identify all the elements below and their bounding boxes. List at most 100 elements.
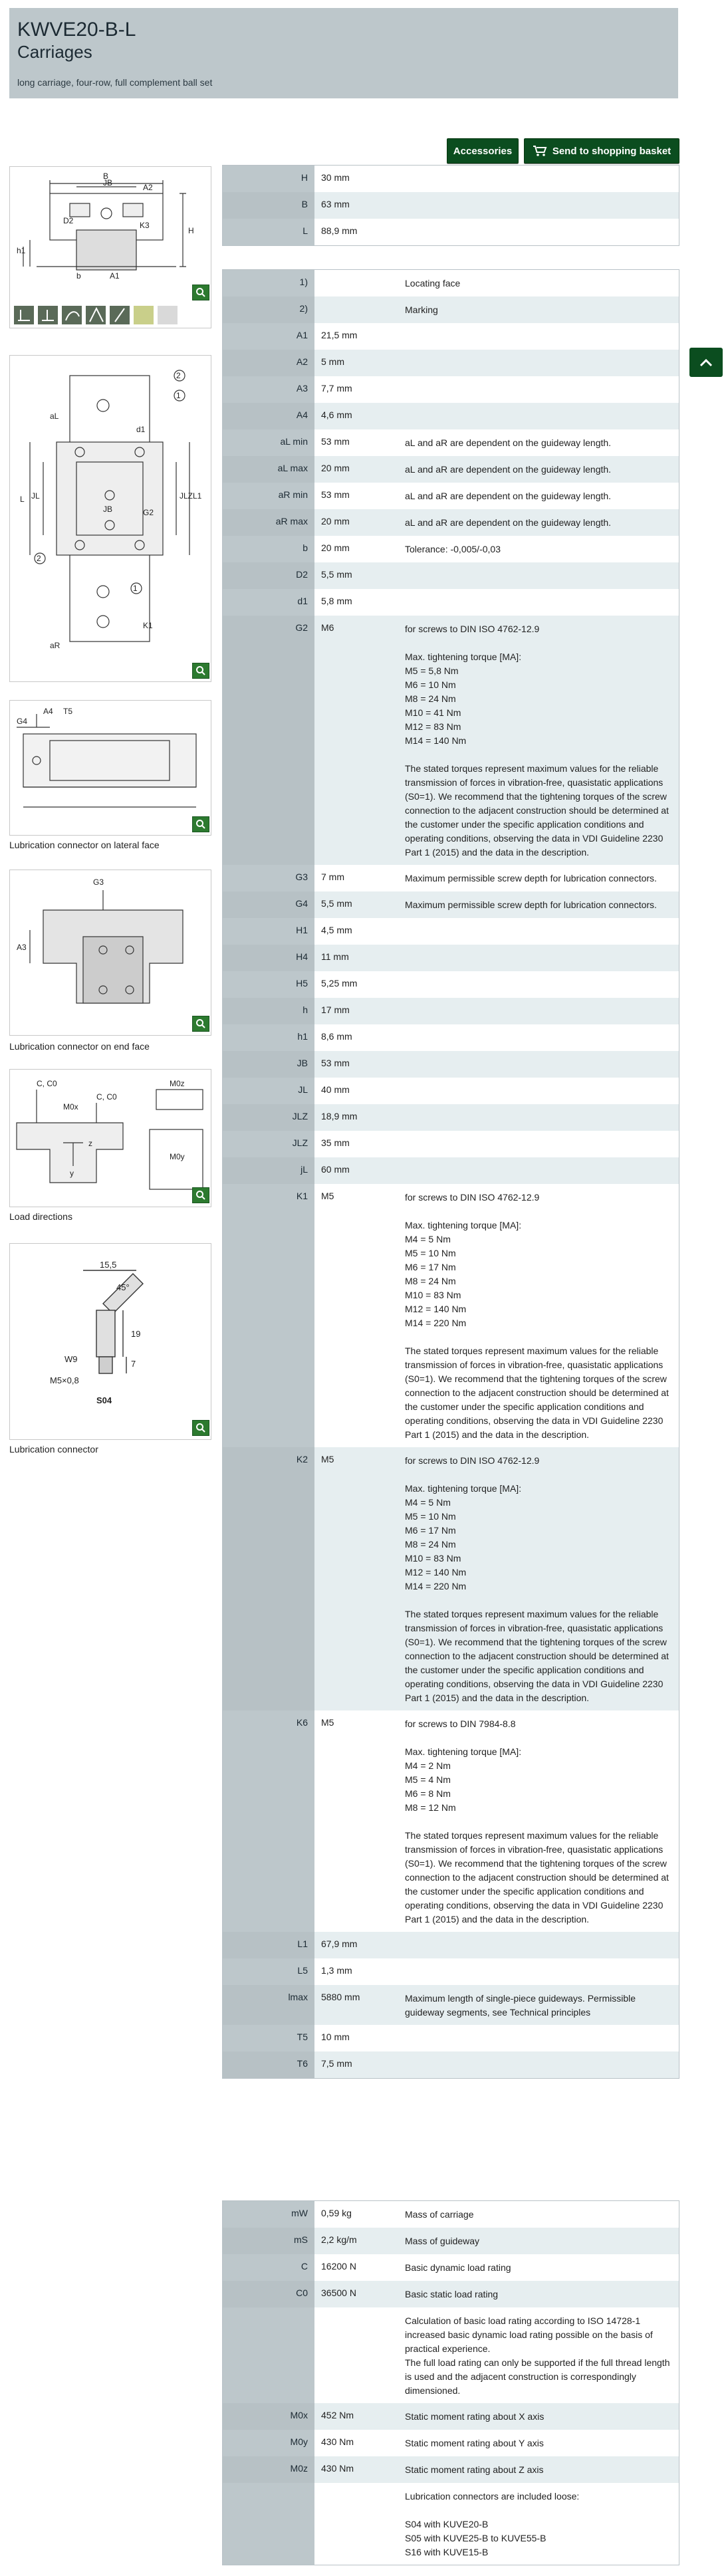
row-description: [405, 2051, 679, 2078]
scroll-to-top-button[interactable]: [689, 348, 723, 377]
svg-text:JB: JB: [103, 178, 112, 187]
row-value: 18,9 mm: [321, 1111, 358, 1121]
table-row: 2)Marking: [223, 296, 679, 323]
svg-text:aR: aR: [50, 641, 61, 650]
row-description: Maximum permissible screw depth for lubr…: [405, 873, 657, 883]
row-description: for screws to DIN ISO 4762-12.9 Max. tig…: [405, 1455, 669, 1703]
row-value: 20 mm: [321, 463, 350, 473]
product-title: KWVE20-B-L: [17, 19, 136, 41]
row-symbol: A1: [223, 323, 314, 350]
row-description: [405, 1078, 679, 1104]
row-symbol: 1): [223, 270, 314, 296]
zoom-button-6[interactable]: [192, 1420, 209, 1436]
magnifier-icon: [196, 1019, 205, 1028]
row-description: [405, 1024, 679, 1051]
table-row: Lubrication connectors are included loos…: [223, 2483, 679, 2565]
row-description: [405, 166, 679, 192]
svg-text:b: b: [76, 271, 81, 281]
send-to-basket-button[interactable]: Send to shopping basket: [524, 138, 679, 164]
row-symbol: C0: [223, 2281, 314, 2307]
zoom-button-3[interactable]: [192, 816, 209, 832]
row-value: 7 mm: [321, 872, 344, 882]
row-value: 4,5 mm: [321, 925, 352, 935]
figure-lubrication-connector: 15,5 45° 19 7 W9 M5×0,8 S04: [9, 1243, 211, 1440]
svg-text:d1: d1: [136, 425, 146, 434]
row-value: 40 mm: [321, 1084, 350, 1095]
row-symbol: D2: [223, 562, 314, 589]
row-value: [314, 296, 405, 323]
svg-text:C, C0: C, C0: [96, 1092, 117, 1102]
row-value: [314, 2307, 405, 2403]
svg-text:2: 2: [37, 554, 41, 563]
row-value: 20 mm: [321, 542, 350, 553]
zoom-button-4[interactable]: [192, 1016, 209, 1032]
row-symbol: K2: [223, 1447, 314, 1710]
row-symbol: [223, 2483, 314, 2565]
product-category: Carriages: [17, 42, 92, 62]
row-symbol: aL max: [223, 456, 314, 483]
row-description: Mass of guideway: [405, 2236, 480, 2246]
svg-text:K3: K3: [140, 221, 150, 230]
row-symbol: JLZ: [223, 1131, 314, 1157]
row-description: Lubrication connectors are included loos…: [405, 2491, 580, 2557]
connector-dim-top: 15,5: [100, 1260, 116, 1270]
load-icons-strip: [9, 303, 211, 328]
row-description: for screws to DIN ISO 4762-12.9 Max. tig…: [405, 624, 669, 858]
row-value: 5,25 mm: [321, 978, 358, 989]
row-description: for screws to DIN 7984-8.8 Max. tighteni…: [405, 1718, 669, 1925]
row-symbol: H: [223, 166, 314, 192]
row-symbol: 2): [223, 296, 314, 323]
row-symbol: JL: [223, 1078, 314, 1104]
connector-drawing: 15,5 45° 19 7 W9 M5×0,8 S04: [50, 1260, 144, 1405]
row-description: [405, 918, 679, 945]
accessories-label: Accessories: [453, 145, 513, 157]
svg-text:JB: JB: [103, 505, 112, 514]
row-symbol: mS: [223, 2228, 314, 2254]
row-value: 5,5 mm: [321, 898, 352, 909]
load-type-icons: [14, 306, 178, 324]
row-value: 430 Nm: [321, 2463, 354, 2474]
zoom-button-2[interactable]: [192, 663, 209, 679]
zoom-button-5[interactable]: [192, 1187, 209, 1203]
row-value: 10 mm: [321, 2032, 350, 2042]
row-description: [405, 971, 679, 998]
caption-load-directions: Load directions: [9, 1211, 72, 1222]
zoom-button-1[interactable]: [192, 285, 209, 300]
svg-text:T5: T5: [63, 707, 72, 716]
caption-lubrication-lateral: Lubrication connector on lateral face: [9, 840, 160, 850]
connector-angle: 45°: [116, 1282, 130, 1292]
row-description: [405, 323, 679, 350]
table-row: Calculation of basic load rating accordi…: [223, 2307, 679, 2403]
svg-text:C, C0: C, C0: [37, 1079, 57, 1088]
row-value: M5: [321, 1717, 334, 1728]
row-symbol: L5: [223, 1958, 314, 1985]
svg-text:A2: A2: [143, 183, 153, 192]
accessories-button[interactable]: Accessories: [447, 138, 519, 164]
svg-text:D2: D2: [63, 216, 74, 225]
row-value: 53 mm: [321, 436, 350, 447]
magnifier-icon: [196, 666, 205, 675]
svg-text:G2: G2: [143, 508, 154, 517]
svg-text:h1: h1: [17, 246, 26, 255]
row-value: M5: [321, 1191, 334, 1201]
row-symbol: K1: [223, 1184, 314, 1447]
svg-text:z: z: [88, 1139, 92, 1148]
row-symbol: jL: [223, 1157, 314, 1184]
row-description: [405, 1157, 679, 1184]
svg-text:1: 1: [133, 584, 138, 593]
